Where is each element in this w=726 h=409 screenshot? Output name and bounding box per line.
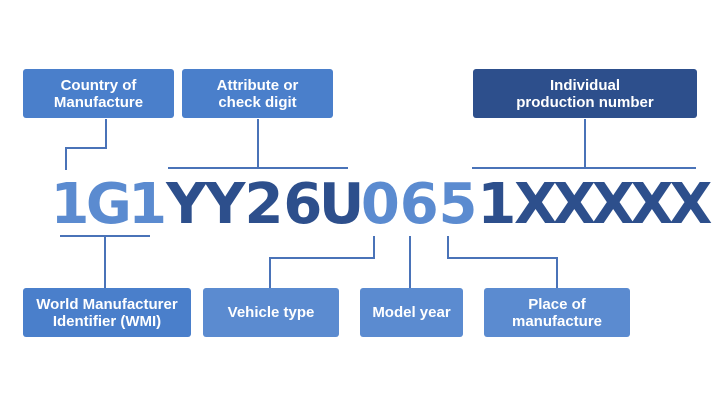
connector-place xyxy=(447,236,558,288)
vin-character: Y xyxy=(204,172,246,237)
label-vehicle-type: Vehicle type xyxy=(203,288,339,337)
vin-character: Y xyxy=(166,172,207,237)
label-model-year: Model year xyxy=(360,288,463,337)
vin-character: 0 xyxy=(360,172,400,237)
label-attribute-or-check-digit: Attribute or check digit xyxy=(182,69,333,118)
vin-character: X xyxy=(591,172,635,237)
vin-character: 6 xyxy=(283,172,323,237)
vin-character: X xyxy=(669,172,713,237)
vin-character: X xyxy=(630,172,674,237)
vin-character: G xyxy=(85,172,132,237)
vin-character: 1 xyxy=(128,172,168,237)
label-individual-production-number: Individual production number xyxy=(473,69,697,118)
label-country-of-manufacture: Country of Manufacture xyxy=(23,69,174,118)
vin-character: X xyxy=(552,172,596,237)
vin-character: 5 xyxy=(438,172,478,237)
vin-character: 1 xyxy=(477,172,517,237)
connector-country xyxy=(65,119,107,170)
vin-character: U xyxy=(318,172,365,237)
vin-character: 1 xyxy=(50,172,90,237)
vin-character: X xyxy=(514,172,558,237)
connector-vehicle-type xyxy=(269,236,375,288)
label-wmi: World Manufacturer Identifier (WMI) xyxy=(23,288,191,337)
vin-character: 6 xyxy=(399,172,439,237)
label-place-of-manufacture: Place of manufacture xyxy=(484,288,630,337)
vin-character: 2 xyxy=(244,172,284,237)
